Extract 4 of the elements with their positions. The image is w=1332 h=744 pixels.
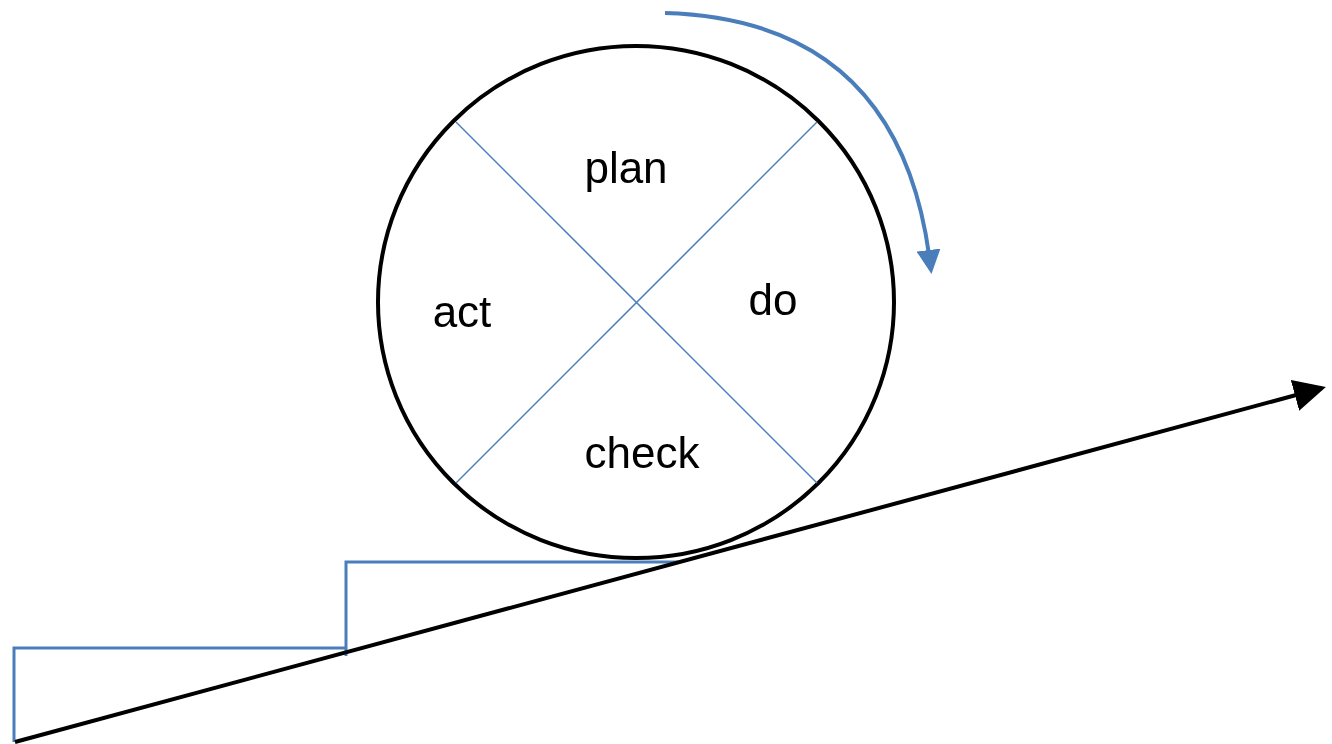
quadrant-label: plan: [584, 146, 668, 190]
quadrant-label: check: [584, 431, 700, 475]
quadrant-label: act: [432, 290, 492, 334]
quadrant-label: do: [748, 278, 798, 322]
